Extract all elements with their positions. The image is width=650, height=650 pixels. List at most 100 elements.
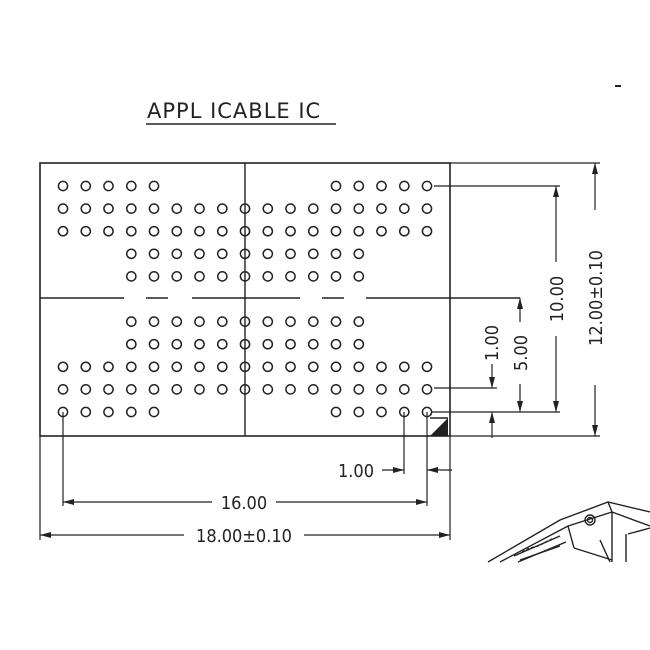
dim-pitch-y: 1.00	[482, 325, 503, 438]
solder-ball	[171, 203, 183, 214]
solder-ball	[194, 225, 205, 237]
half-span-y-label: 5.00	[511, 335, 532, 371]
solder-ball	[103, 406, 114, 418]
solder-ball	[80, 203, 92, 214]
pitch-x-label: 1.00	[338, 461, 374, 482]
solder-ball	[353, 203, 365, 214]
pin1-marker	[430, 418, 448, 436]
solder-ball	[376, 406, 387, 418]
solder-ball	[376, 384, 387, 395]
solder-ball	[307, 203, 319, 214]
solder-ball	[148, 361, 160, 373]
solder-ball	[262, 361, 274, 373]
solder-ball	[353, 406, 365, 418]
solder-ball	[194, 316, 205, 327]
solder-ball	[239, 361, 251, 373]
height-overall-label: 12.00±0.10	[586, 250, 607, 346]
solder-ball	[398, 180, 410, 192]
solder-ball	[353, 316, 365, 327]
solder-ball	[421, 203, 433, 214]
solder-ball	[330, 203, 342, 214]
solder-ball	[148, 248, 160, 260]
solder-ball	[262, 225, 274, 237]
solder-ball	[330, 271, 342, 282]
solder-ball	[57, 225, 69, 237]
solder-ball	[376, 203, 387, 214]
solder-ball	[148, 225, 160, 237]
solder-ball	[353, 180, 365, 192]
solder-ball	[125, 316, 137, 327]
solder-ball	[148, 316, 160, 327]
solder-ball	[421, 361, 433, 373]
bottom-extension-lines	[39, 412, 451, 540]
solder-ball	[148, 338, 160, 350]
solder-ball	[421, 225, 433, 237]
solder-ball	[194, 338, 205, 350]
solder-ball	[148, 384, 160, 395]
solder-ball	[262, 203, 274, 214]
dim-ball-span-y: 10.00	[547, 186, 568, 412]
solder-ball	[285, 271, 296, 282]
dim-width-overall: 18.00±0.10	[40, 526, 450, 547]
solder-ball	[239, 384, 251, 395]
solder-ball	[285, 384, 296, 395]
solder-ball	[80, 361, 92, 373]
solder-ball	[194, 361, 205, 373]
solder-ball	[307, 225, 319, 237]
solder-ball	[285, 361, 296, 373]
solder-ball	[239, 248, 251, 260]
solder-ball	[171, 361, 183, 373]
solder-ball	[285, 225, 296, 237]
solder-ball	[216, 271, 228, 282]
solder-ball	[353, 271, 365, 282]
solder-ball	[171, 271, 183, 282]
solder-ball	[80, 225, 92, 237]
solder-ball	[103, 180, 114, 192]
solder-ball	[148, 406, 160, 418]
solder-ball	[353, 338, 365, 350]
solder-ball	[285, 338, 296, 350]
solder-ball	[125, 180, 137, 192]
solder-ball	[307, 248, 319, 260]
solder-ball	[376, 225, 387, 237]
solder-ball	[125, 406, 137, 418]
solder-ball	[103, 384, 114, 395]
drawing-title: APPL ICABLE IC	[147, 99, 321, 123]
dim-half-span-y: 5.00	[511, 298, 532, 412]
solder-ball	[376, 180, 387, 192]
solder-ball	[285, 248, 296, 260]
solder-ball	[307, 271, 319, 282]
solder-ball	[103, 203, 114, 214]
solder-ball	[307, 316, 319, 327]
solder-ball	[125, 384, 137, 395]
pitch-y-label: 1.00	[482, 325, 503, 361]
solder-ball	[398, 361, 410, 373]
solder-ball	[239, 225, 251, 237]
solder-ball	[353, 248, 365, 260]
solder-ball	[262, 338, 274, 350]
solder-ball	[330, 406, 342, 418]
solder-ball	[353, 384, 365, 395]
dim-pitch-x: 1.00	[338, 461, 452, 482]
solder-ball	[148, 180, 160, 192]
solder-ball	[171, 338, 183, 350]
solder-ball	[80, 384, 92, 395]
solder-ball	[239, 316, 251, 327]
solder-ball	[103, 225, 114, 237]
solder-ball	[262, 316, 274, 327]
ball-span-y-label: 10.00	[547, 276, 568, 322]
solder-ball	[262, 271, 274, 282]
solder-ball	[194, 271, 205, 282]
solder-ball	[330, 384, 342, 395]
solder-ball	[125, 271, 137, 282]
solder-ball	[171, 248, 183, 260]
right-extension-lines	[432, 162, 600, 437]
solder-ball	[421, 384, 433, 395]
ball-span-x-label: 16.00	[221, 493, 267, 514]
solder-ball	[330, 338, 342, 350]
solder-ball	[125, 203, 137, 214]
solder-ball	[57, 180, 69, 192]
solder-ball	[330, 180, 342, 192]
solder-ball	[376, 361, 387, 373]
solder-ball	[125, 338, 137, 350]
